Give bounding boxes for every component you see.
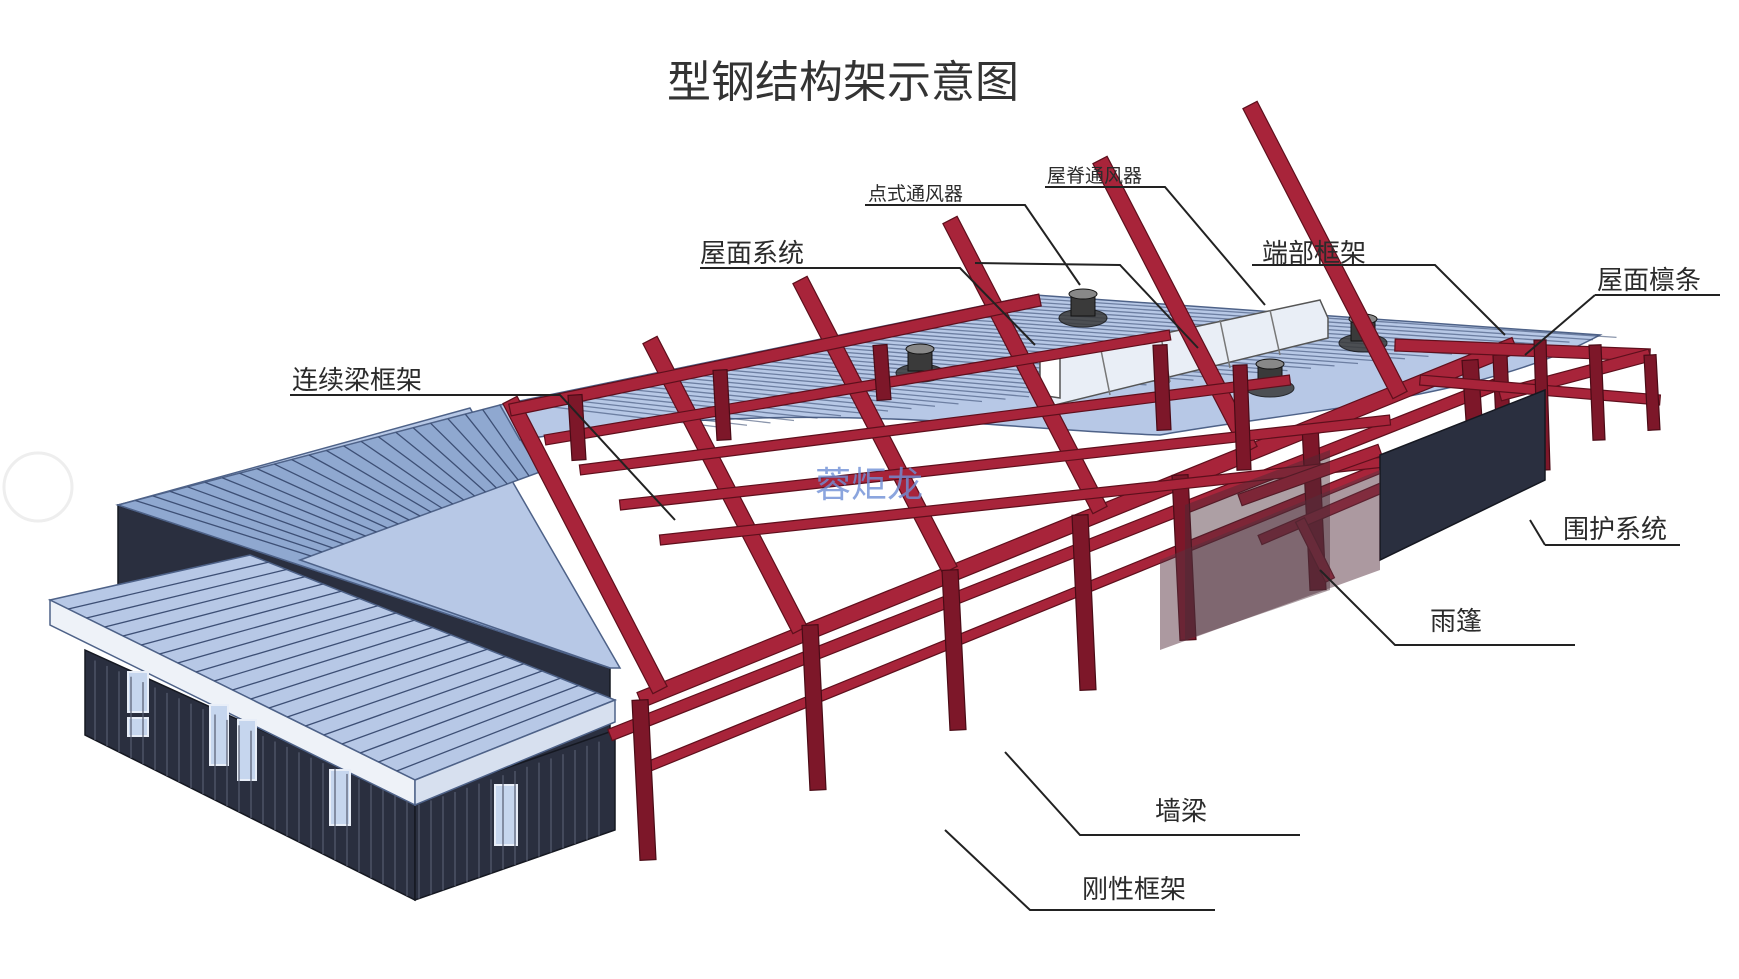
roof-rib: [268, 641, 470, 709]
back-arrow-icon: [2, 451, 74, 523]
label-rigid-frame: 刚性框架: [1082, 875, 1186, 905]
roof-rib: [378, 684, 579, 763]
roof-rib: [341, 670, 543, 745]
roof-rib: [177, 605, 378, 664]
roof-rib: [159, 597, 360, 655]
roof-rib: [221, 477, 366, 537]
roof-rib: [239, 472, 377, 533]
column: [567, 393, 587, 462]
roof-rib: [195, 612, 397, 673]
back-eave-beam: [508, 293, 1042, 417]
roof-rib: [232, 626, 433, 691]
label-continuous-beam-frame: 连续梁框架: [292, 366, 422, 396]
roof-rib: [326, 449, 432, 513]
column: [801, 623, 827, 792]
rafter: [502, 395, 668, 695]
roof-rib: [323, 663, 524, 736]
column: [1588, 344, 1606, 441]
label-ridge-ventilator: 屋脊通风器: [1047, 165, 1142, 187]
roof-rib: [291, 458, 410, 521]
label-wall-beam: 墙梁: [1155, 797, 1207, 827]
roof-rib: [141, 590, 342, 646]
enclosure-wall: [1160, 388, 1546, 650]
label-point-ventilator: 点式通风器: [868, 183, 963, 205]
column: [1232, 364, 1252, 471]
diagram-title: 型钢结构架示意图: [667, 57, 1019, 108]
watermark-text: 蓉炬龙: [815, 465, 923, 506]
roof-rib: [287, 648, 488, 718]
roof-rib: [447, 418, 508, 485]
roof-rib: [122, 583, 324, 637]
roof-rib: [135, 499, 312, 557]
roof-rib: [673, 368, 1006, 400]
column: [1071, 514, 1097, 691]
rafter: [642, 335, 808, 635]
steel-frame: [502, 100, 1662, 862]
ventilator-cap: [1255, 358, 1285, 370]
roof-rib: [204, 481, 355, 541]
column: [1152, 344, 1172, 431]
roof-rib: [482, 409, 530, 477]
roof-rib: [606, 382, 889, 412]
leader-lines: [290, 186, 1720, 911]
roof-rib: [464, 413, 519, 481]
label-canopy: 雨篷: [1430, 607, 1482, 637]
roof-rib: [308, 454, 421, 517]
roof-rib: [187, 486, 344, 545]
canopy-beam: [1237, 443, 1383, 507]
roof-purlin: [618, 414, 1392, 511]
label-roof-system: 屋面系统: [700, 239, 804, 269]
roof-rib: [360, 440, 454, 505]
roof-rib: [169, 490, 333, 549]
roof-rib: [214, 619, 415, 682]
column: [1643, 354, 1661, 431]
label-roof-purlin: 屋面檩条: [1597, 266, 1701, 296]
roof-rib: [68, 561, 269, 610]
roof-rib: [396, 692, 597, 772]
end-frame-beam: [1394, 338, 1651, 362]
roof-rib: [152, 495, 323, 553]
rafter: [1242, 100, 1408, 400]
roof-rib: [86, 568, 287, 619]
column: [941, 568, 967, 732]
roof-rib: [273, 463, 399, 525]
roof-rib: [250, 634, 451, 700]
column: [872, 343, 892, 402]
ventilator-cap: [1068, 288, 1098, 300]
ventilator-cap: [905, 343, 935, 355]
roof-rib: [104, 576, 305, 628]
roof-rib: [378, 436, 465, 501]
roof-purlin: [578, 374, 1292, 476]
column: [712, 368, 732, 442]
roof-rib: [395, 431, 475, 497]
roof-purlin: [543, 329, 1172, 446]
annex-building: [47, 404, 622, 902]
column: [631, 698, 657, 862]
roof-rib: [256, 468, 388, 529]
roof-rib: [343, 445, 443, 509]
roof-rib: [647, 374, 959, 405]
label-end-frame: 端部框架: [1262, 239, 1366, 269]
roof-rib: [430, 422, 497, 489]
roof-rib: [633, 376, 936, 407]
roof-rib: [360, 677, 561, 754]
label-enclosure-system: 围护系统: [1563, 515, 1667, 545]
roof-rib: [305, 655, 506, 727]
roof-rib: [412, 427, 486, 493]
